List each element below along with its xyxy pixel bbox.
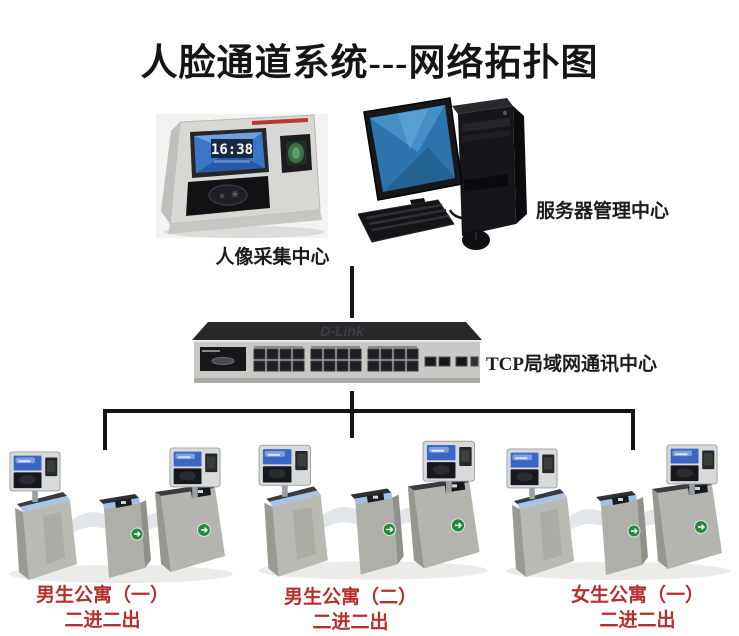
uplink-ports <box>424 356 479 367</box>
monitor <box>363 97 463 223</box>
switch-top <box>192 322 482 340</box>
gate-name: 男生公寓（一） <box>35 585 169 606</box>
server-computer-photo <box>358 97 527 250</box>
camera-oval <box>208 184 248 206</box>
server-label: 服务器管理中心 <box>536 201 670 222</box>
gate-label-3: 女生公寓（一） 二进二出 <box>545 583 730 633</box>
mouse <box>448 209 490 250</box>
camera-dot-core <box>233 192 237 196</box>
switch-label: TCP局域网通讯中心 <box>486 354 658 375</box>
gate-mode: 二进二出 <box>599 610 676 631</box>
gate-name: 男生公寓（二） <box>283 587 417 608</box>
fingerprint-glow-core <box>292 147 300 159</box>
link-switch-down <box>350 391 354 438</box>
switch-front-edge <box>194 340 480 342</box>
port-group-1 <box>253 346 305 372</box>
link-horizontal-bus <box>103 409 635 413</box>
capture-device-photo: 16:38 <box>156 114 328 238</box>
switch-bottom <box>194 378 480 383</box>
clock-box <box>211 139 253 158</box>
mouse-cable <box>448 209 478 231</box>
gate-mode: 二进二出 <box>312 612 389 633</box>
gate-label-2: 男生公寓（二） 二进二出 <box>258 585 443 635</box>
console-port <box>211 357 235 365</box>
gate-photo-1 <box>2 446 244 586</box>
screen-subtext <box>214 160 250 163</box>
keyboard <box>358 199 455 243</box>
switch-brand: D-Link <box>320 323 365 339</box>
tower-case <box>452 98 527 236</box>
camera-dot-left <box>219 193 225 199</box>
link-drop-left <box>103 409 107 450</box>
gate-mode: 二进二出 <box>64 610 141 631</box>
port-group-3 <box>367 346 419 372</box>
clock-text: 16:38 <box>211 142 253 158</box>
red-stripe <box>252 118 308 125</box>
gate-label-1: 男生公寓（一） 二进二出 <box>10 583 195 633</box>
link-top-to-switch <box>350 266 354 318</box>
capture-device-side <box>161 122 180 224</box>
port-group-2 <box>310 346 362 372</box>
capture-label: 人像采集中心 <box>215 247 330 268</box>
gate-name: 女生公寓（一） <box>570 585 704 606</box>
switch-photo: D-Link <box>192 322 482 383</box>
capture-device-base <box>168 210 322 234</box>
switch-leds <box>202 350 220 352</box>
page-title: 人脸通道系统---网络拓扑图 <box>140 43 599 84</box>
link-drop-right <box>631 409 635 450</box>
gate-photo-2 <box>252 438 498 584</box>
gate-photo-3 <box>500 442 739 584</box>
